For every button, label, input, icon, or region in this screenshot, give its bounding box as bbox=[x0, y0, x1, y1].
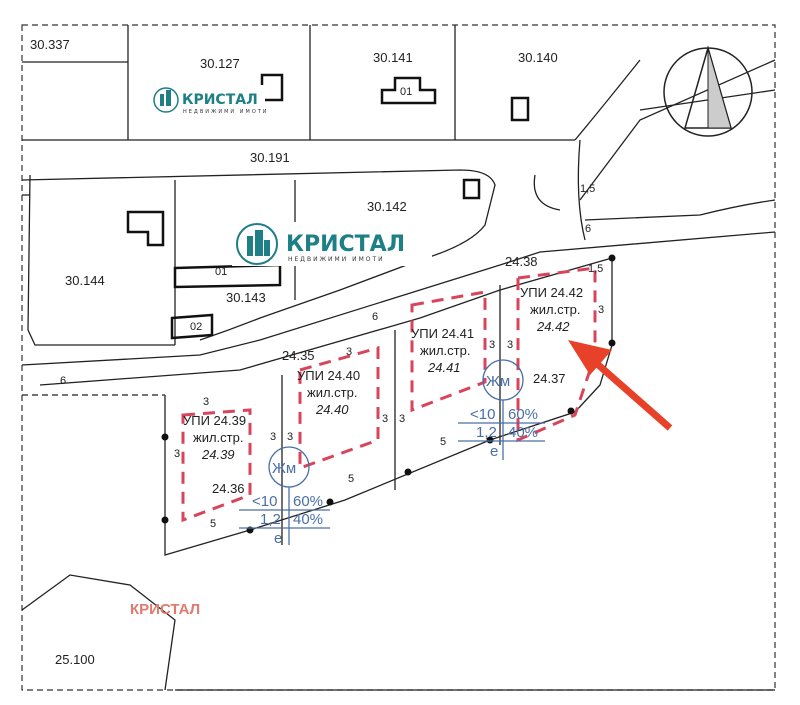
plot-number: 24.39 bbox=[201, 447, 235, 462]
plot-title: УПИ 24.39 bbox=[183, 413, 246, 428]
svg-text:6: 6 bbox=[372, 311, 378, 323]
parcel-label: 30.141 bbox=[373, 50, 413, 65]
svg-text:3: 3 bbox=[598, 304, 604, 316]
svg-text:3: 3 bbox=[382, 413, 388, 425]
zone-density: 60% bbox=[293, 493, 323, 510]
zone-code: Жм bbox=[272, 460, 296, 477]
building-number: 01 bbox=[400, 86, 412, 98]
zone-height: <10 bbox=[252, 493, 277, 510]
zone-kint: 1,2 bbox=[260, 511, 281, 528]
parcel-label: 24.35 bbox=[282, 348, 315, 363]
svg-text:3: 3 bbox=[174, 448, 180, 460]
building-30142 bbox=[462, 178, 481, 200]
plot-number: 24.41 bbox=[427, 360, 461, 375]
zone-kint: 1,2 bbox=[476, 424, 497, 441]
parcel-label: 30.144 bbox=[65, 273, 105, 288]
map-frame bbox=[21, 24, 776, 691]
parcel-boundaries bbox=[21, 25, 776, 691]
red-arrow-icon bbox=[568, 340, 673, 431]
north-arrow-icon bbox=[663, 45, 753, 137]
svg-text:3: 3 bbox=[346, 346, 352, 358]
parcel-label: 30.143 bbox=[226, 290, 266, 305]
svg-text:3: 3 bbox=[507, 339, 513, 351]
parcel-label: 30.140 bbox=[518, 50, 558, 65]
svg-text:3: 3 bbox=[399, 413, 405, 425]
svg-text:КРИСТАЛ: КРИСТАЛ bbox=[182, 92, 258, 108]
plot-use: жил.стр. bbox=[193, 430, 243, 445]
building-30141 bbox=[380, 76, 437, 105]
svg-text:НЕДВИЖИМИ ИМОТИ: НЕДВИЖИМИ ИМОТИ bbox=[288, 256, 385, 263]
svg-text:3: 3 bbox=[489, 339, 495, 351]
parcel-label: 30.127 bbox=[200, 56, 240, 71]
parcel-label: 30.337 bbox=[30, 37, 70, 52]
zone-green: 40% bbox=[508, 424, 538, 441]
building-30143-b bbox=[170, 313, 214, 340]
parcel-label: 30.142 bbox=[367, 199, 407, 214]
svg-text:5: 5 bbox=[210, 518, 216, 530]
plot-use: жил.стр. bbox=[420, 343, 470, 358]
zone-green: 40% bbox=[293, 511, 323, 528]
building-number: 01 bbox=[215, 266, 227, 278]
building-zones bbox=[181, 266, 597, 523]
svg-text:5: 5 bbox=[348, 473, 354, 485]
svg-text:6: 6 bbox=[60, 375, 66, 387]
zoning-markers bbox=[239, 359, 545, 545]
svg-text:1,5: 1,5 bbox=[580, 183, 595, 195]
plot-title: УПИ 24.42 bbox=[520, 285, 583, 300]
building-30144 bbox=[126, 210, 165, 247]
svg-text:6: 6 bbox=[585, 223, 591, 235]
svg-text:НЕДВИЖИМИ ИМОТИ: НЕДВИЖИМИ ИМОТИ bbox=[183, 109, 269, 115]
parcel-label: 24.38 bbox=[505, 254, 538, 269]
svg-text:3: 3 bbox=[270, 431, 276, 443]
svg-text:5: 5 bbox=[440, 436, 446, 448]
zone-code: Жм bbox=[486, 373, 510, 390]
plot-number: 24.40 bbox=[315, 402, 349, 417]
watermark-logo-small: КРИСТАЛ НЕДВИЖИМИ ИМОТИ bbox=[150, 85, 269, 115]
zone-density: 60% bbox=[508, 406, 538, 423]
building-number: 02 bbox=[190, 321, 202, 333]
svg-text:3: 3 bbox=[203, 396, 209, 408]
zone-height: <10 bbox=[470, 406, 495, 423]
building-30143-a bbox=[173, 263, 282, 289]
zone-type: е bbox=[274, 530, 282, 547]
plot-title: УПИ 24.41 bbox=[411, 326, 474, 341]
plot-use: жил.стр. bbox=[307, 385, 357, 400]
parcel-label: 24.37 bbox=[533, 371, 566, 386]
plot-use: жил.стр. bbox=[530, 302, 580, 317]
parcel-label: 24.36 bbox=[212, 481, 245, 496]
svg-text:КРИСТАЛ: КРИСТАЛ bbox=[286, 232, 405, 257]
plot-number: 24.42 bbox=[536, 319, 570, 334]
watermark-text: КРИСТАЛ bbox=[130, 601, 200, 618]
watermark-logo-large: КРИСТАЛ НЕДВИЖИМИ ИМОТИ bbox=[232, 222, 432, 266]
parcel-label: 30.191 bbox=[250, 150, 290, 165]
svg-text:3: 3 bbox=[287, 431, 293, 443]
building-30140 bbox=[510, 96, 530, 122]
plot-title: УПИ 24.40 bbox=[297, 368, 360, 383]
parcel-label: 25.100 bbox=[55, 652, 95, 667]
svg-text:1,5: 1,5 bbox=[588, 263, 603, 275]
zone-type: е bbox=[490, 443, 498, 460]
